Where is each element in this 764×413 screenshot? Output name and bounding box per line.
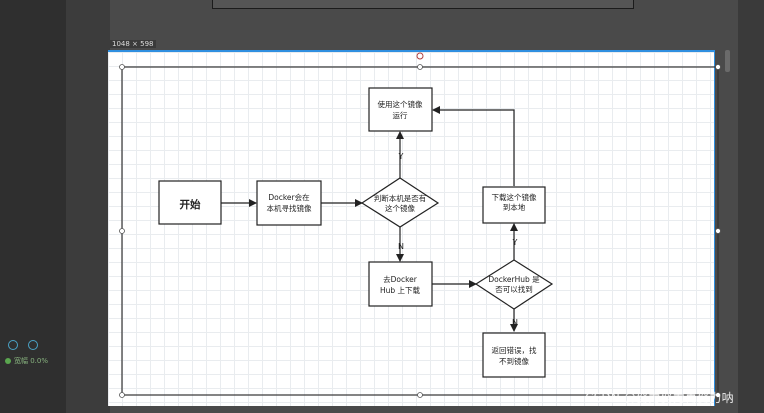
node-decision-local-line2: 这个镜像 [385,203,415,213]
status-dot-icon [5,358,11,364]
selection-size-label: 1048 × 598 [110,40,156,48]
node-decision-hub-line1: DockerHub 是 [488,275,540,284]
resize-handle[interactable] [119,392,125,398]
scrollbar-handle[interactable] [725,50,730,72]
resize-handle[interactable] [715,392,721,398]
node-download-local-line1: 下载这个镜像 [492,192,537,202]
edge-label-n-hub: N [512,318,518,327]
node-go-hub[interactable] [368,261,433,307]
watermark: CSDN @努力努力再努力呐 [585,391,734,405]
node-use-run-line2: 运行 [393,110,408,120]
node-download-local-line2: 到本地 [503,202,526,212]
edge-label-n-local: N [398,242,404,251]
rotate-handle[interactable] [416,52,424,60]
node-decision-local-line1: 判断本机是否有 [374,193,427,203]
left-gutter [66,0,110,413]
node-use-run[interactable] [368,87,433,132]
node-download-local[interactable] [482,186,546,224]
edge-label-y-hub: Y [512,238,518,247]
node-docker-search-line1: Docker会在 [268,192,310,202]
node-error[interactable] [482,332,546,378]
resize-handle[interactable] [119,228,125,234]
resize-handle[interactable] [715,228,721,234]
resize-handle[interactable] [715,64,721,70]
resize-handle[interactable] [417,392,423,398]
link-icon[interactable] [28,340,38,350]
node-decision-hub-line2: 否可以找到 [495,284,533,294]
lock-icon[interactable] [8,340,18,350]
status-text: 宽幅 0.0% [14,357,49,365]
upper-frame [212,0,634,9]
node-error-line1: 返回错误，找 [492,345,537,355]
resize-handle[interactable] [119,64,125,70]
edge-label-y-local: Y [398,152,404,161]
node-start[interactable] [158,180,222,225]
node-decision-hub[interactable] [474,259,554,310]
node-error-line2: 不到镜像 [499,356,529,366]
node-decision-local[interactable] [360,177,440,228]
right-panel [738,0,764,413]
node-start-label: 开始 [180,198,201,211]
node-go-hub-line1: 去Docker [383,274,418,284]
node-docker-search-line2: 本机寻找镜像 [267,203,312,213]
node-use-run-line1: 使用这个镜像 [378,99,423,109]
edge-download-to-use [432,106,515,186]
node-docker-search[interactable] [256,180,322,226]
status-panel: 宽幅 0.0% [2,340,62,376]
resize-handle[interactable] [417,64,423,70]
node-go-hub-line2: Hub 上下载 [380,285,421,295]
